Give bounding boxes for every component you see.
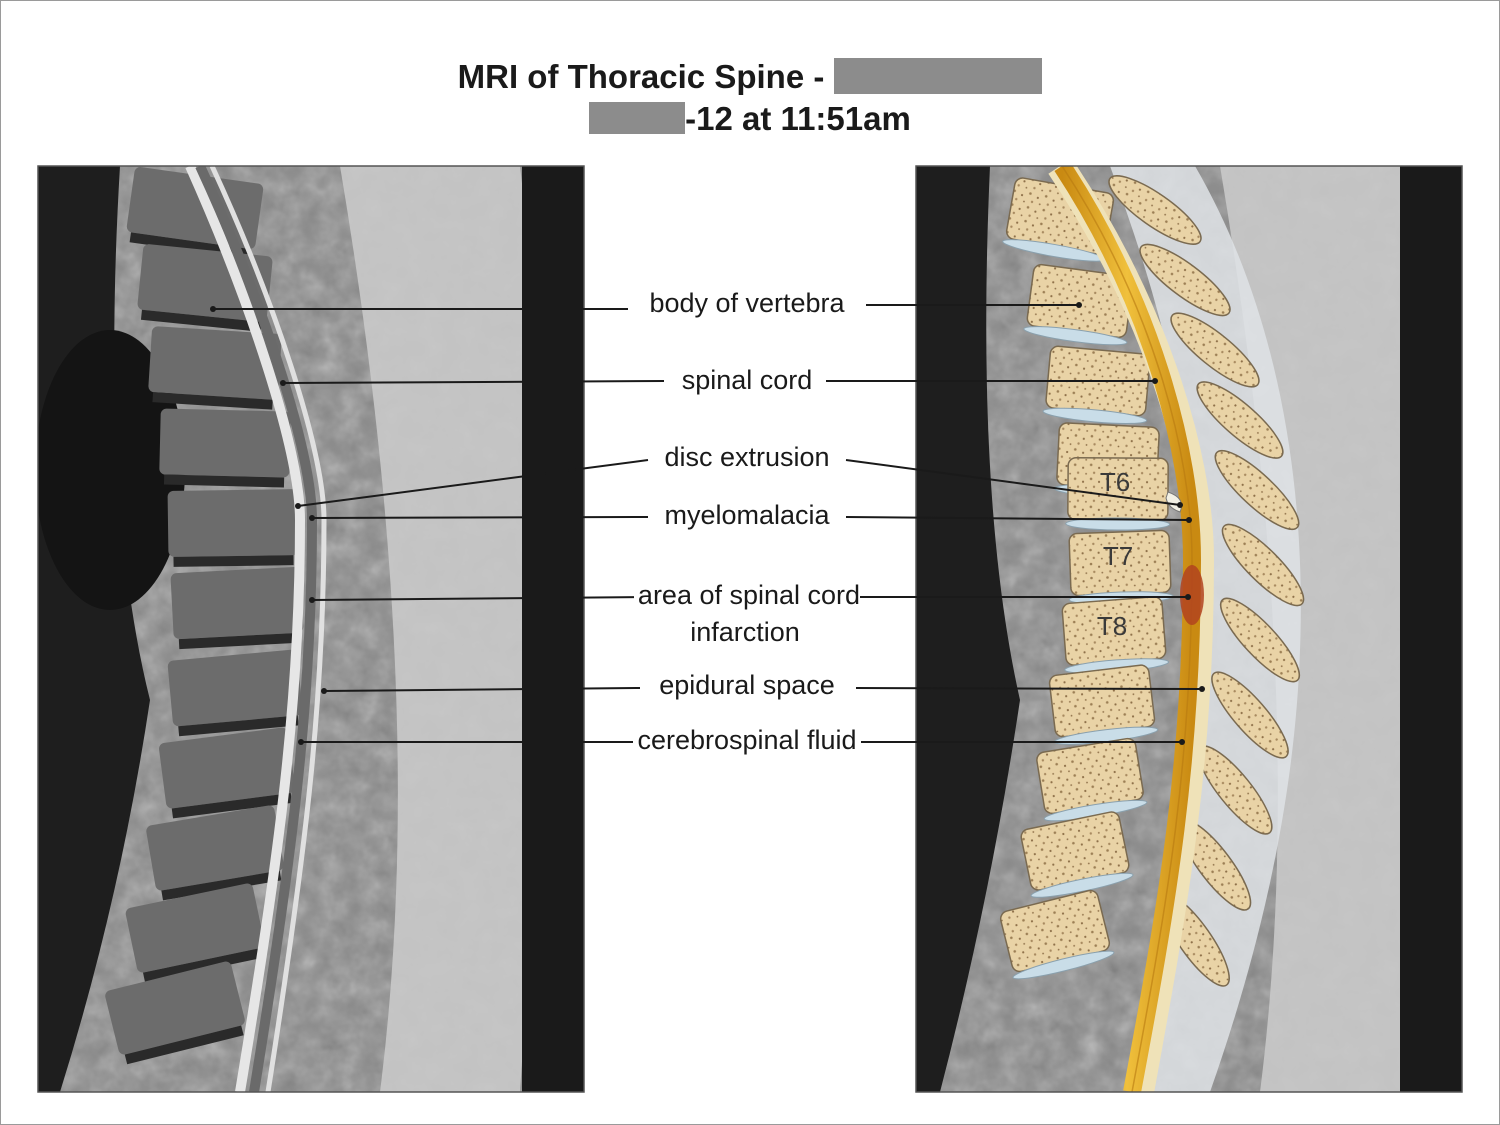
mri-image-left	[38, 166, 584, 1092]
infarction-area	[1180, 565, 1204, 625]
label-disc-extrusion: disc extrusion	[597, 439, 897, 476]
mri-disc	[140, 309, 262, 332]
spinous-process	[1219, 597, 1301, 683]
leader-dots	[210, 302, 1205, 745]
right-panel-border	[915, 165, 1463, 1093]
mri-vertebra	[146, 805, 284, 891]
title-text-2: -12 at 11:51am	[685, 100, 911, 137]
redaction-box-1	[834, 58, 1043, 95]
label-spinal-cord: spinal cord	[597, 362, 897, 399]
label-myelomalacia: myelomalacia	[597, 497, 897, 534]
mri-vertebra	[159, 408, 291, 478]
mri-vertebra	[105, 961, 245, 1055]
illustrated-vertebra	[1048, 664, 1156, 738]
mri-vertebra	[148, 326, 282, 400]
mri-disc	[143, 948, 263, 983]
mri-disc	[171, 792, 293, 819]
illustrated-image-right	[916, 166, 1462, 1092]
label-epidural-space: epidural space	[597, 667, 897, 704]
right-vertebral-bodies	[999, 177, 1174, 980]
spinous-process	[1221, 523, 1305, 607]
spinous-processes	[1108, 175, 1305, 987]
left-panel-border	[37, 165, 585, 1093]
mri-vertebra	[167, 489, 299, 557]
vertebra-label-t7: T7	[1103, 541, 1133, 571]
mri-disc	[124, 1025, 244, 1065]
mri-disc	[178, 715, 299, 737]
spinous-process	[1139, 243, 1231, 317]
title-line-1: MRI of Thoracic Spine -	[0, 58, 1500, 96]
label-body-of-vertebra: body of vertebra	[597, 285, 897, 322]
spinous-process	[1170, 312, 1260, 388]
mri-vertebra	[159, 727, 295, 809]
redaction-box-2	[589, 102, 686, 135]
spinous-process	[1211, 671, 1289, 759]
title-line-2: -12 at 11:51am	[0, 100, 1500, 138]
illustrated-disc	[1012, 950, 1115, 980]
mri-disc	[161, 870, 282, 901]
spinous-process	[1196, 381, 1284, 459]
disc-extrusion-shape	[1165, 491, 1182, 513]
illustrated-disc	[1065, 517, 1171, 531]
label-area-of-spinal-cord-infarction: area of spinal cord infarction	[627, 577, 867, 651]
mri-disc	[173, 555, 294, 567]
illustrated-disc	[1042, 407, 1148, 424]
mri-disc	[163, 474, 285, 488]
mri-vertebra	[125, 883, 265, 973]
mri-disc	[152, 392, 273, 410]
leader-lines	[213, 304, 1203, 743]
mri-vertebra	[167, 649, 303, 727]
illustrated-disc	[1023, 326, 1128, 346]
illustrated-disc	[1030, 872, 1134, 898]
spinous-process	[1108, 175, 1202, 245]
mri-disc	[178, 632, 300, 650]
label-cerebrospinal-fluid: cerebrospinal fluid	[627, 722, 867, 759]
spinous-process	[1214, 449, 1300, 531]
vertebra-label-t8: T8	[1097, 611, 1127, 641]
mri-vertebra	[170, 566, 304, 640]
title-text-1: MRI of Thoracic Spine -	[457, 58, 825, 95]
vertebra-label-t6: T6	[1100, 467, 1130, 497]
